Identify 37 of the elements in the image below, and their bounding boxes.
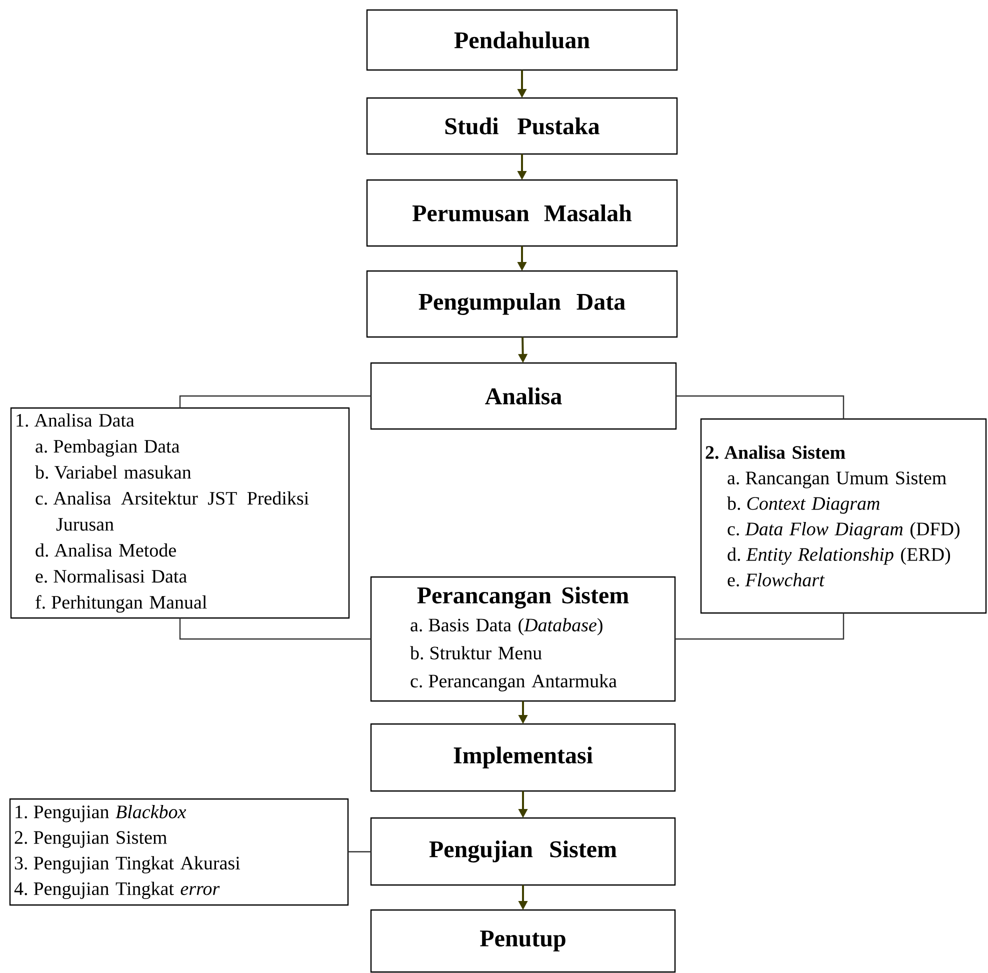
connector-line [348, 851, 371, 852]
list-item: f. Perhitungan Manual [36, 595, 207, 613]
list-item: 2. Pengujian Sistem [14, 831, 167, 848]
process-box: Studi Pustaka [366, 97, 678, 155]
list-item: a. Basis Data (Database) [410, 618, 602, 636]
list-item: d. Entity Relationship (ERD) [728, 548, 950, 565]
list-item: a. Pembagian Data [36, 439, 180, 457]
list-item: b. Context Diagram [727, 496, 880, 514]
list-item: e. Normalisasi Data [36, 569, 187, 583]
heading: Perancangan Sistem [417, 586, 629, 609]
list-item: 4. Pengujian Tingkat error [14, 882, 220, 900]
list-item: 1. Pengujian Blackbox [16, 804, 186, 822]
list-item: c. Data Flow Diagram (DFD) [728, 522, 960, 540]
connector-line [676, 395, 844, 419]
list-item: c. Perancangan Antarmuka [410, 674, 617, 692]
list-item: e. Flowchart [728, 573, 825, 586]
process-box [9, 798, 349, 906]
list-item: b. Struktur Menu [410, 646, 542, 660]
process-box: Perumusan Masalah [366, 179, 678, 247]
connector-line [675, 613, 844, 640]
process-box: Pengumpulan Data [366, 270, 678, 338]
process-box [370, 576, 676, 702]
connector-line [179, 618, 371, 640]
list-item: b. Variabel masukan [35, 465, 192, 479]
process-box: Pendahuluan [366, 9, 678, 71]
list-item: 2. Analisa Sistem [706, 446, 846, 459]
process-box: Penutup [370, 909, 676, 973]
list-item: 1. Analisa Data [16, 413, 134, 427]
process-box: Pengujian Sistem [370, 817, 676, 886]
list-item: a. Rancangan Umum Sistem [728, 472, 946, 488]
process-box [700, 418, 987, 614]
connector-line [179, 395, 371, 408]
process-box: Analisa [370, 362, 677, 430]
process-box [10, 407, 350, 619]
process-box: Implementasi [370, 723, 676, 792]
list-item: d. Analisa Metode [36, 543, 176, 557]
list-item: 3. Pengujian Tingkat Akurasi [14, 856, 240, 874]
